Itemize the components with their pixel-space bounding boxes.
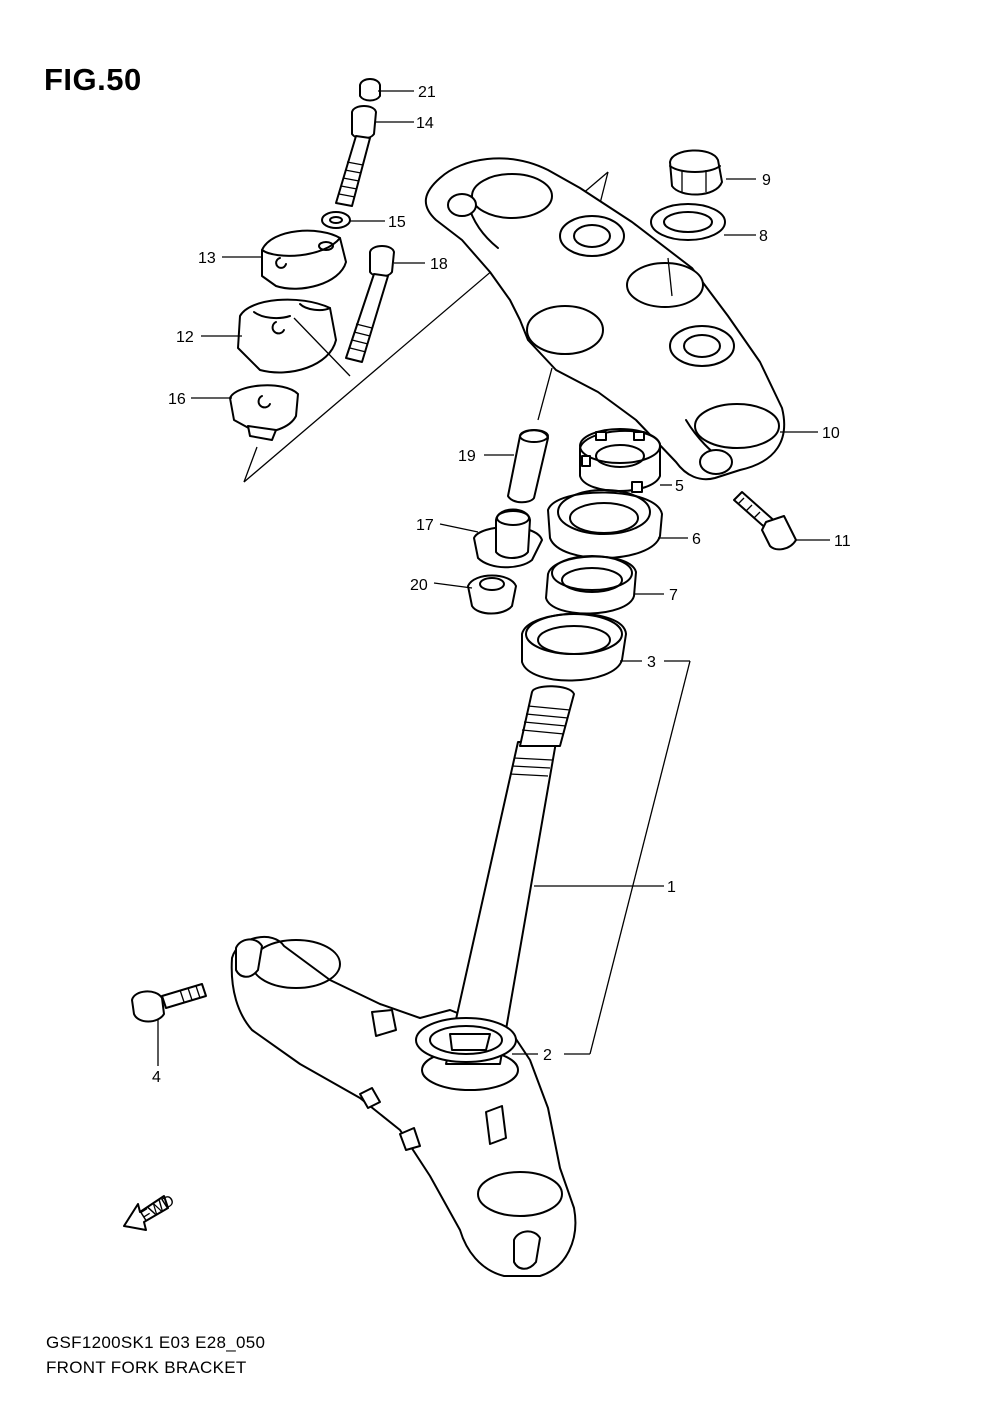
part-18-bolt <box>345 245 395 363</box>
callout-20: 20 <box>410 577 428 594</box>
part-7-bearing <box>545 555 637 615</box>
part-13-holder-upper <box>261 229 347 290</box>
callout-3: 3 <box>647 654 656 671</box>
callouts: 21 14 15 13 18 12 16 9 8 10 11 19 17 5 6… <box>152 84 851 1086</box>
part-9-cap-nut <box>669 149 723 196</box>
fwd-label: FWD <box>138 1192 178 1226</box>
callout-15: 15 <box>388 214 406 231</box>
part-6-dust-seal <box>547 489 663 559</box>
part-10-upper-bracket <box>425 157 786 481</box>
callout-1: 1 <box>667 879 676 896</box>
part-3-outer-race <box>521 612 627 682</box>
callout-6: 6 <box>692 531 701 548</box>
callout-10: 10 <box>822 425 840 442</box>
diagram-code: GSF1200SK1 E03 E28_050 <box>46 1333 266 1352</box>
callout-17: 17 <box>416 517 434 534</box>
part-21-cap <box>359 78 381 102</box>
part-14-bolt <box>335 105 377 207</box>
part-15-washer <box>321 211 351 229</box>
leader-lines <box>157 90 830 1066</box>
callout-7: 7 <box>669 587 678 604</box>
callout-19: 19 <box>458 448 476 465</box>
part-12-holder-lower <box>237 298 351 377</box>
callout-18: 18 <box>430 256 448 273</box>
callout-12: 12 <box>176 329 194 346</box>
callout-21: 21 <box>418 84 436 101</box>
callout-11: 11 <box>834 533 851 550</box>
part-11-bolt <box>733 491 797 551</box>
part-17-grommet <box>473 508 543 569</box>
part-1-steering-stem <box>230 685 577 1277</box>
callout-5: 5 <box>675 478 684 495</box>
callout-14: 14 <box>416 115 434 132</box>
figure-title: FIG.50 <box>44 62 142 97</box>
part-19-collar <box>507 429 549 504</box>
callout-2: 2 <box>543 1047 552 1064</box>
fwd-arrow-icon: FWD <box>123 1192 178 1231</box>
callout-13: 13 <box>198 250 216 267</box>
callout-16: 16 <box>168 391 186 408</box>
part-4-bolt <box>131 983 207 1023</box>
callout-8: 8 <box>759 228 768 245</box>
callout-4: 4 <box>152 1069 161 1086</box>
diagram-name: FRONT FORK BRACKET <box>46 1358 247 1377</box>
callout-9: 9 <box>762 172 771 189</box>
part-16-cushion <box>229 384 299 441</box>
part-8-washer <box>650 203 726 241</box>
part-5-lock-nut <box>579 428 661 493</box>
part-20-flange-nut <box>467 574 517 615</box>
